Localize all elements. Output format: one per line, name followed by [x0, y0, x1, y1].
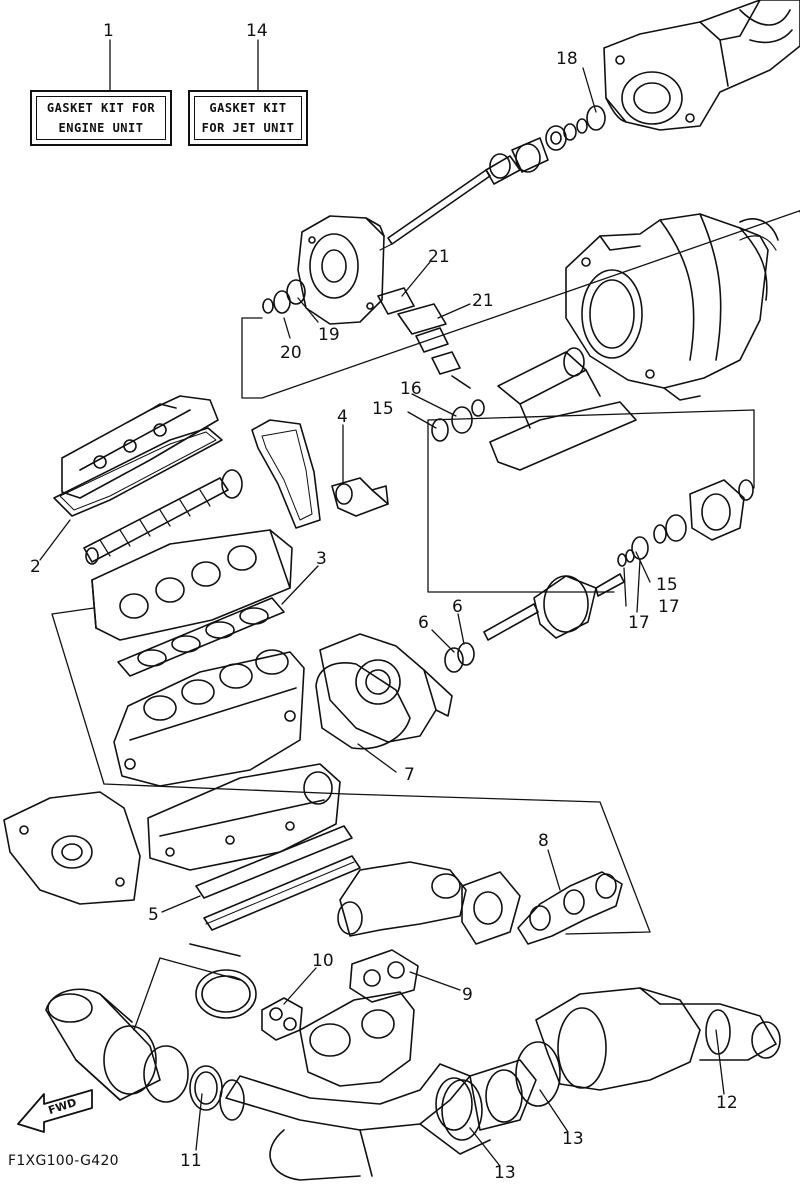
- gasket-10: [261, 997, 303, 1041]
- callout-15-upper: 15: [372, 399, 394, 419]
- callout-16: 16: [400, 379, 422, 399]
- intake-silencer: [45, 988, 161, 1101]
- cylinder-head-cover: [61, 395, 219, 499]
- kit-box-engine-line1: GASKET KIT FOR: [46, 101, 156, 115]
- callout-21-upper: 21: [428, 247, 450, 267]
- generator-cover: [319, 633, 453, 743]
- bearing-16: [451, 406, 473, 434]
- exhaust-gasket-12: [705, 1009, 731, 1055]
- callout-kit-14: 14: [246, 21, 268, 41]
- intermediate-housing: [297, 215, 385, 325]
- exhaust-gasket-8: [517, 871, 623, 945]
- callout-17-right: 17: [658, 597, 680, 617]
- callout-10: 10: [312, 951, 334, 971]
- hose-clamp: [189, 943, 257, 1019]
- impeller-duct: [489, 347, 637, 471]
- oil-seal-6a: [444, 647, 464, 673]
- jet-unit-housing: [565, 213, 779, 401]
- crankcase-gasket-5: [195, 825, 361, 931]
- exhaust-pipe: [219, 1063, 491, 1181]
- snap-ring: [471, 399, 485, 417]
- callout-5: 5: [148, 905, 159, 925]
- callout-15-lower: 15: [656, 575, 678, 595]
- kit-box-engine-line2: ENGINE UNIT: [58, 121, 144, 135]
- o-ring-18: [586, 105, 606, 131]
- leader-lines: [39, 39, 725, 1167]
- gasket-9: [349, 949, 419, 1003]
- callout-7: 7: [404, 765, 415, 785]
- exhaust-gasket-13a: [441, 1079, 483, 1141]
- exhaust-gasket-13b: [515, 1041, 561, 1107]
- callout-6-lower: 6: [418, 613, 429, 633]
- gasket-ring-intake: [143, 1045, 189, 1103]
- kit-box-jet-line1: GASKET KIT: [209, 101, 287, 115]
- callout-13-left: 13: [494, 1163, 516, 1183]
- water-lock: [535, 987, 781, 1091]
- oil-seal-15-lower: [631, 536, 649, 560]
- generator-cover-gasket-7: [315, 662, 411, 750]
- jet-pump-housing-top: [603, 0, 800, 131]
- callout-17-left: 17: [628, 613, 650, 633]
- oil-seal-19: [286, 279, 306, 305]
- exhaust-manifold: [337, 861, 521, 945]
- callout-8: 8: [538, 831, 549, 851]
- bearing-housing-right: [689, 479, 754, 541]
- callout-12: 12: [716, 1093, 738, 1113]
- crankcase: [147, 763, 341, 871]
- callout-19: 19: [318, 325, 340, 345]
- kit-box-engine: GASKET KIT FOR ENGINE UNIT: [30, 90, 172, 146]
- callout-4: 4: [337, 407, 348, 427]
- washer: [262, 298, 274, 314]
- head-gasket-3: [117, 597, 285, 677]
- kit-box-jet: GASKET KIT FOR JET UNIT: [188, 90, 308, 146]
- camshaft: [83, 469, 243, 565]
- oil-seal-6b: [457, 642, 475, 666]
- o-ring-17a: [617, 553, 627, 567]
- callout-13-right: 13: [562, 1129, 584, 1149]
- collar: [653, 524, 667, 544]
- callout-2: 2: [30, 557, 41, 577]
- head-cover-gasket-2: [53, 427, 223, 517]
- oil-seal-20: [273, 290, 291, 314]
- bearing-lower: [665, 514, 687, 542]
- callout-18: 18: [556, 49, 578, 69]
- chain-tensioner-4: [331, 477, 389, 517]
- drive-shaft-upper: [379, 118, 588, 251]
- callout-kit-1: 1: [103, 21, 114, 41]
- timing-chain: [251, 419, 321, 529]
- callout-11: 11: [180, 1151, 202, 1171]
- kit-box-jet-line2: FOR JET UNIT: [201, 121, 295, 135]
- assembly-frame-lines: [51, 210, 800, 1031]
- intake-manifold: [299, 991, 415, 1087]
- cylinder-block: [113, 649, 305, 787]
- gasket-21-pair: [377, 287, 471, 389]
- callout-9: 9: [462, 985, 473, 1005]
- cylinder-head: [91, 529, 293, 641]
- engine-side-cover: [3, 791, 141, 905]
- fwd-arrow-icon: [17, 1089, 93, 1133]
- callout-20: 20: [280, 343, 302, 363]
- callout-3: 3: [316, 549, 327, 569]
- callout-6-upper: 6: [452, 597, 463, 617]
- callout-21-lower: 21: [472, 291, 494, 311]
- impeller-shaft: [483, 573, 625, 641]
- oil-seal-15-upper: [431, 418, 449, 442]
- diagram-code: F1XG100-G420: [8, 1153, 119, 1169]
